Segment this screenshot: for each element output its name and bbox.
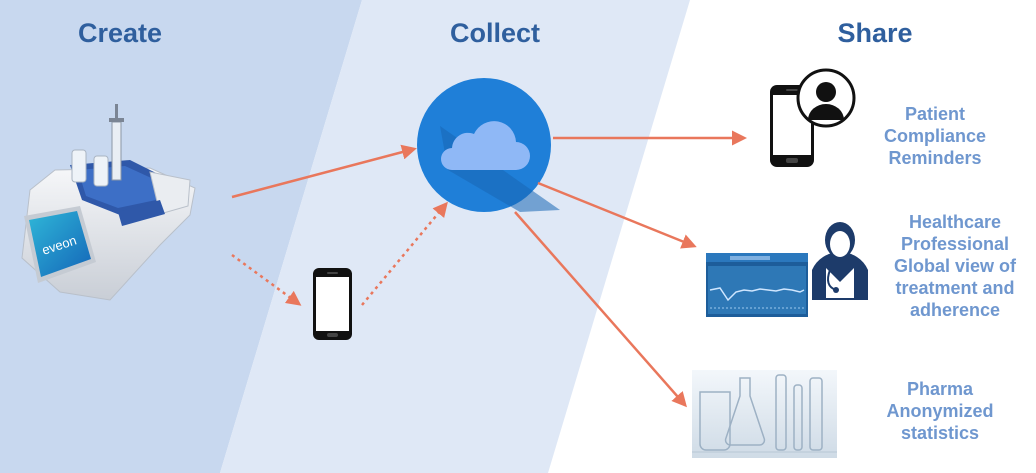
- label-patient-line: Compliance: [883, 126, 987, 146]
- label-healthcare-line: treatment and: [895, 278, 1015, 298]
- label-healthcare-line: Professional: [900, 234, 1010, 254]
- label-pharma-line: Pharma: [906, 379, 974, 399]
- collect-panel: [220, 0, 690, 473]
- arrow-cloud-to-healthcare: [537, 181, 697, 249]
- patient-avatar-icon: [796, 68, 856, 128]
- arrow-phone-to-cloud: [361, 201, 448, 306]
- cloud-icon: [417, 78, 560, 212]
- create-panel: [0, 0, 362, 473]
- lab-glassware-image: [692, 370, 837, 458]
- column-title-share: Share: [837, 18, 913, 48]
- arrow-cloud-to-pharma: [514, 211, 687, 408]
- dashboard-screenshot: [706, 253, 808, 317]
- label-pharma: Pharma Anonymized statistics: [875, 378, 1005, 444]
- label-healthcare-line: adherence: [909, 300, 1001, 320]
- label-healthcare-line: Healthcare: [908, 212, 1002, 232]
- smartphone-icon: [313, 268, 352, 340]
- eveon-device: eveon: [21, 104, 196, 301]
- label-healthcare: Healthcare Professional Global view of t…: [880, 211, 1030, 321]
- label-patient-line: Patient: [904, 104, 965, 124]
- label-pharma-line: statistics: [900, 423, 980, 443]
- column-title-collect: Collect: [449, 18, 541, 48]
- label-healthcare-line: Global view of: [893, 256, 1017, 276]
- label-patient-line: Reminders: [888, 148, 982, 168]
- doctor-avatar-icon: [812, 222, 868, 300]
- label-patient: Patient Compliance Reminders: [870, 103, 1000, 169]
- arrow-device-to-cloud: [231, 144, 417, 199]
- label-pharma-line: Anonymized: [886, 401, 994, 421]
- column-title-create: Create: [77, 18, 163, 48]
